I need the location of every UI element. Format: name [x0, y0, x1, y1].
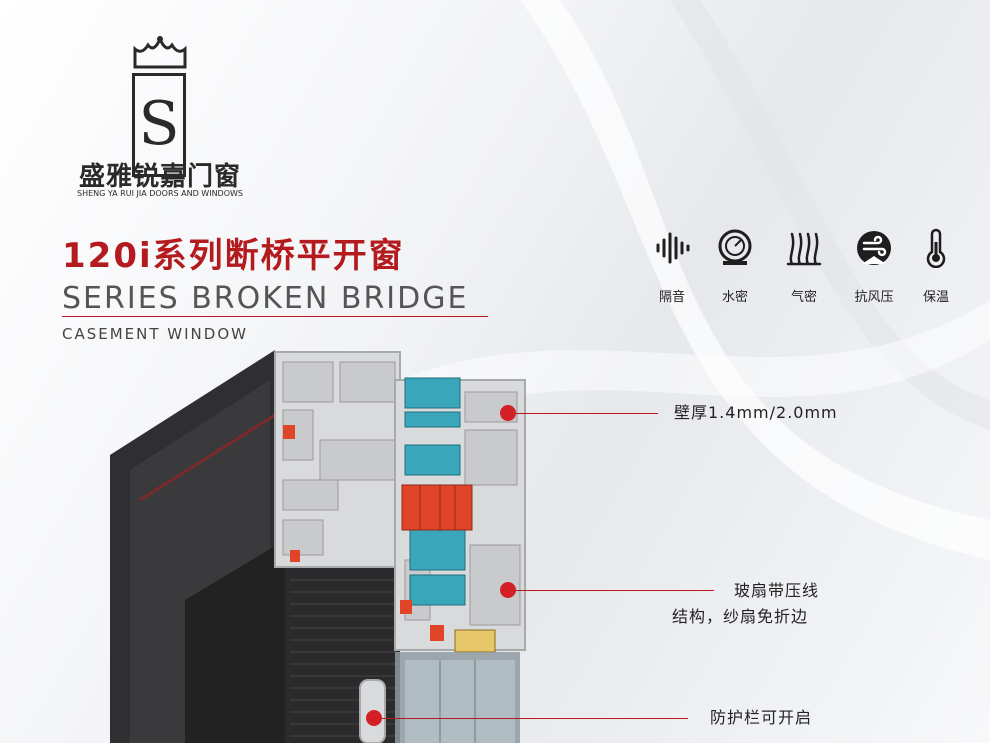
airflow-icon: [786, 232, 822, 266]
callout-line: [382, 718, 688, 719]
feature-sound-insulation: 隔音: [644, 228, 700, 305]
page-subtitle-2: CASEMENT WINDOW: [62, 325, 248, 343]
callout-dot: [500, 582, 516, 598]
callout-glass-sash-line1: 玻扇带压线: [734, 581, 820, 600]
callout-dot: [500, 405, 516, 421]
logo-letter: S: [138, 89, 180, 159]
title-divider: [62, 316, 488, 317]
wind-pressure-icon: [857, 231, 891, 265]
water-gauge-icon: [718, 229, 752, 265]
feature-water-tightness: 水密: [707, 228, 763, 305]
feature-air-tightness: 气密: [776, 228, 832, 305]
brand-name-en: SHENG YA RUI JIA DOORS AND WINDOWS: [77, 189, 243, 198]
brand-name-cn: 盛雅锐嘉门窗: [78, 162, 241, 192]
feature-label: 气密: [790, 290, 817, 305]
logo-letter-box: S: [132, 73, 186, 177]
feature-label: 保温: [922, 290, 949, 305]
crown-icon: [133, 35, 187, 69]
page-title: 120i系列断桥平开窗: [62, 236, 405, 276]
callout-guard-rail: 防护栏可开启: [710, 708, 813, 727]
callout-wall-thickness: 壁厚1.4mm/2.0mm: [674, 403, 838, 422]
feature-label: 隔音: [658, 290, 685, 305]
feature-thermal-insulation: 保温: [908, 228, 964, 305]
callout-line: [516, 413, 658, 414]
brand-logo: S 盛雅锐嘉门窗 SHENG YA RUI JIA DOORS AND WIND…: [60, 35, 260, 205]
callout-line: [516, 590, 714, 591]
sound-wave-icon: [656, 232, 690, 264]
feature-wind-pressure: 抗风压: [846, 228, 902, 305]
page-subtitle: SERIES BROKEN BRIDGE: [62, 281, 469, 316]
callout-glass-sash-line2: 结构，纱扇免折边: [672, 607, 809, 626]
thermometer-icon: [926, 228, 946, 269]
callout-dot: [366, 710, 382, 726]
feature-label: 水密: [721, 290, 748, 305]
feature-label: 抗风压: [854, 290, 894, 305]
